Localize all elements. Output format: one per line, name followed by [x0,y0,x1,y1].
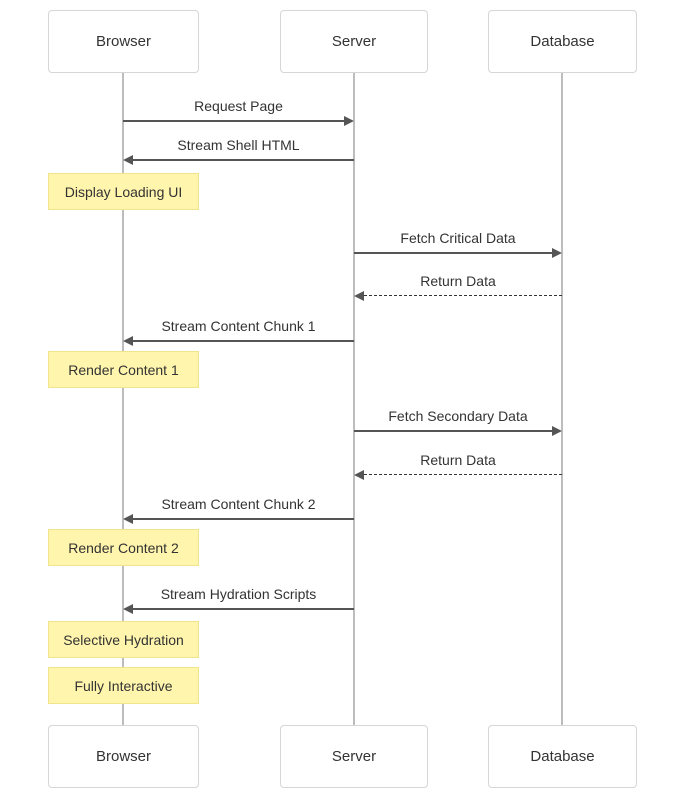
note-label: Fully Interactive [74,677,173,694]
participant-label: Server [331,748,377,765]
arrowhead-left-icon [123,604,133,614]
lifeline-database [561,73,563,725]
arrowhead-left-icon [123,336,133,346]
message-line-m9 [133,608,354,610]
note-label: Render Content 1 [68,361,179,378]
message-line-m8 [133,518,354,520]
message-label-m9: Stream Hydration Scripts [160,586,317,602]
lifeline-server [353,73,355,725]
note-label: Display Loading UI [64,183,183,200]
message-line-m7 [364,474,562,475]
participant-server-bottom[interactable]: Server [280,725,428,788]
message-line-m3 [354,252,552,254]
note-n5[interactable]: Fully Interactive [48,667,199,704]
arrowhead-right-icon [552,426,562,436]
message-line-m2 [133,159,354,161]
participant-database-top[interactable]: Database [488,10,637,73]
note-label: Selective Hydration [63,631,184,648]
arrowhead-left-icon [354,470,364,480]
note-n2[interactable]: Render Content 1 [48,351,199,388]
message-label-m4: Return Data [420,273,496,289]
note-n4[interactable]: Selective Hydration [48,621,199,658]
message-label-m2: Stream Shell HTML [177,137,300,153]
participant-label: Database [530,33,595,50]
participant-server-top[interactable]: Server [280,10,428,73]
note-n1[interactable]: Display Loading UI [48,173,199,210]
note-n3[interactable]: Render Content 2 [48,529,199,566]
participant-browser-top[interactable]: Browser [48,10,199,73]
participant-label: Browser [95,33,151,50]
participant-label: Database [530,748,595,765]
participant-database-bottom[interactable]: Database [488,725,637,788]
message-label-m5: Stream Content Chunk 1 [161,318,316,334]
note-label: Render Content 2 [68,539,179,556]
message-label-m8: Stream Content Chunk 2 [161,496,316,512]
participant-label: Browser [95,748,151,765]
participant-label: Server [331,33,377,50]
message-line-m6 [354,430,552,432]
message-label-m1: Request Page [194,98,283,114]
message-line-m5 [133,340,354,342]
message-label-m6: Fetch Secondary Data [388,408,528,424]
participant-browser-bottom[interactable]: Browser [48,725,199,788]
arrowhead-left-icon [354,291,364,301]
arrowhead-right-icon [552,248,562,258]
arrowhead-left-icon [123,155,133,165]
message-line-m1 [123,120,344,122]
arrowhead-right-icon [344,116,354,126]
message-line-m4 [364,295,562,296]
lifeline-browser [122,73,124,725]
message-label-m7: Return Data [420,452,496,468]
arrowhead-left-icon [123,514,133,524]
message-label-m3: Fetch Critical Data [400,230,516,246]
